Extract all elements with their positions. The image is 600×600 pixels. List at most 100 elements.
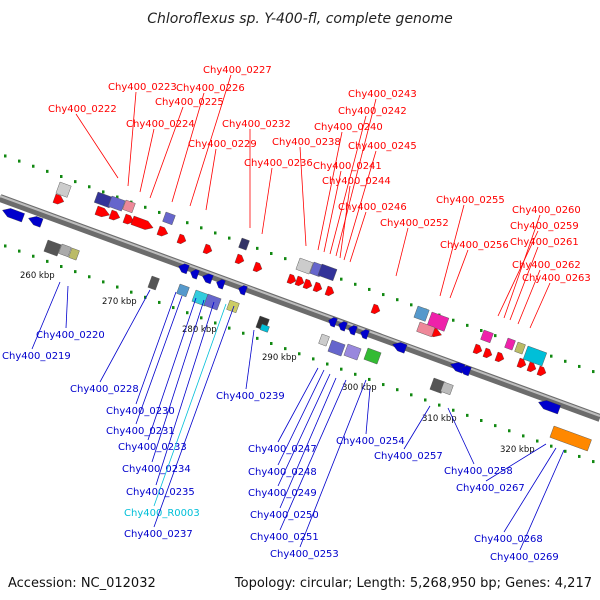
gene-label-bottom: Chy400_0231 (106, 426, 175, 437)
reverse-gene-arrow (238, 285, 248, 296)
guide-dot-top (564, 359, 567, 363)
guide-dot-top (88, 185, 91, 189)
gene-box-shape (318, 333, 330, 347)
genome-summary-text: Topology: circular; Length: 5,268,950 bp… (234, 576, 592, 591)
guide-dot-bottom (88, 275, 91, 279)
reverse-gene-arrow (538, 400, 561, 415)
gene-box-shape (522, 345, 548, 367)
gene-box-shape (58, 243, 72, 258)
guide-dot-bottom (60, 265, 63, 268)
kbp-tick-label: 290 kbp (262, 353, 297, 363)
guide-dot-top (116, 195, 119, 199)
forward-gene-arrow (122, 213, 135, 225)
guide-dot-top (18, 159, 21, 163)
gene-box (295, 257, 314, 275)
leader-line (277, 367, 319, 443)
guide-dot-bottom (32, 254, 35, 258)
reverse-gene-arrow (178, 263, 190, 275)
gene-label-top: Chy400_0260 (512, 205, 581, 216)
leader-line (299, 379, 367, 548)
gene-box (318, 333, 330, 347)
forward-gene-arrow-shape (312, 281, 323, 292)
gene-box (68, 247, 80, 261)
forward-gene-arrow-shape (472, 343, 483, 354)
gene-box-shape (122, 199, 136, 214)
leader-line (171, 92, 205, 203)
guide-dot-top (60, 175, 63, 178)
gene-box (363, 347, 382, 365)
gene-box-shape (162, 211, 176, 226)
gene-label-bottom: Chy400_R0003 (124, 508, 200, 519)
kbp-tick-label: 280 kbp (182, 325, 217, 335)
guide-dot-top (382, 293, 385, 297)
reverse-gene-arrow (338, 321, 348, 332)
guide-dot-top (480, 329, 483, 332)
guide-dot-bottom (564, 449, 567, 453)
guide-dot-bottom (46, 259, 49, 263)
genome-backbone (0, 194, 600, 422)
gene-label-top: Chy400_0252 (380, 218, 449, 229)
forward-gene-arrow (108, 209, 121, 221)
leader-line (335, 98, 377, 257)
forward-gene-arrow-shape (156, 225, 169, 237)
gene-box-shape (176, 283, 190, 298)
gene-box-shape (327, 339, 346, 357)
guide-dot-bottom (102, 280, 105, 284)
leader-line (261, 167, 273, 235)
leader-line (155, 301, 215, 486)
gene-label-bottom: Chy400_0253 (270, 549, 339, 560)
leader-line (449, 249, 469, 299)
forward-gene-arrow-shape (526, 361, 537, 372)
gene-box-shape (203, 293, 222, 311)
guide-dot-bottom (144, 295, 147, 299)
gene-box-shape (416, 321, 436, 338)
guide-dot-top (74, 180, 77, 184)
forward-gene-arrow (94, 205, 110, 218)
gene-box-shape (440, 381, 454, 396)
gene-box (317, 263, 338, 282)
leader-line (245, 329, 255, 390)
leader-line (65, 285, 69, 329)
forward-gene-arrow-shape (252, 261, 263, 272)
guide-dot-bottom (18, 249, 21, 253)
forward-gene-arrow (252, 261, 263, 272)
gene-label-bottom: Chy400_0254 (336, 436, 405, 447)
gene-label-top: Chy400_0222 (48, 104, 117, 115)
leader-line (509, 246, 539, 321)
guide-dot-top (592, 370, 595, 374)
leader-line (299, 146, 307, 247)
gene-box (176, 283, 190, 298)
gene-label-bottom: Chy400_0239 (216, 391, 285, 402)
guide-dot-bottom (536, 439, 539, 443)
guide-dot-bottom (242, 331, 245, 335)
guide-dot-bottom (186, 311, 189, 315)
gene-label-bottom: Chy400_0228 (70, 384, 139, 395)
guide-dot-top (186, 221, 189, 225)
gene-label-top: Chy400_0256 (440, 240, 509, 251)
leader-line (151, 299, 205, 463)
leader-line (279, 377, 337, 509)
leader-line (517, 269, 541, 325)
guide-dot-top (578, 364, 581, 368)
forward-gene-arrow (176, 233, 187, 244)
gene-box (43, 239, 62, 257)
guide-dot-top (410, 303, 413, 307)
guide-dot-bottom (270, 342, 273, 345)
gene-box-shape (238, 237, 250, 251)
guide-dot-bottom (368, 377, 371, 381)
kbp-tick-label: 300 kbp (342, 383, 377, 393)
gene-label-top: Chy400_0229 (188, 139, 257, 150)
leader-line (277, 373, 331, 487)
gene-label-top: Chy400_0262 (512, 260, 581, 271)
reverse-gene-arrow (2, 208, 25, 223)
gene-label-top: Chy400_0261 (510, 237, 579, 248)
guide-dot-bottom (578, 454, 581, 458)
guide-dot-bottom (508, 429, 511, 433)
leader-line (519, 449, 565, 551)
leader-line (503, 214, 541, 319)
gene-box (107, 195, 126, 212)
forward-gene-arrow-shape (482, 347, 493, 358)
leader-line (403, 405, 431, 450)
gene-label-top: Chy400_0223 (108, 82, 177, 93)
forward-gene-arrow (234, 253, 245, 264)
